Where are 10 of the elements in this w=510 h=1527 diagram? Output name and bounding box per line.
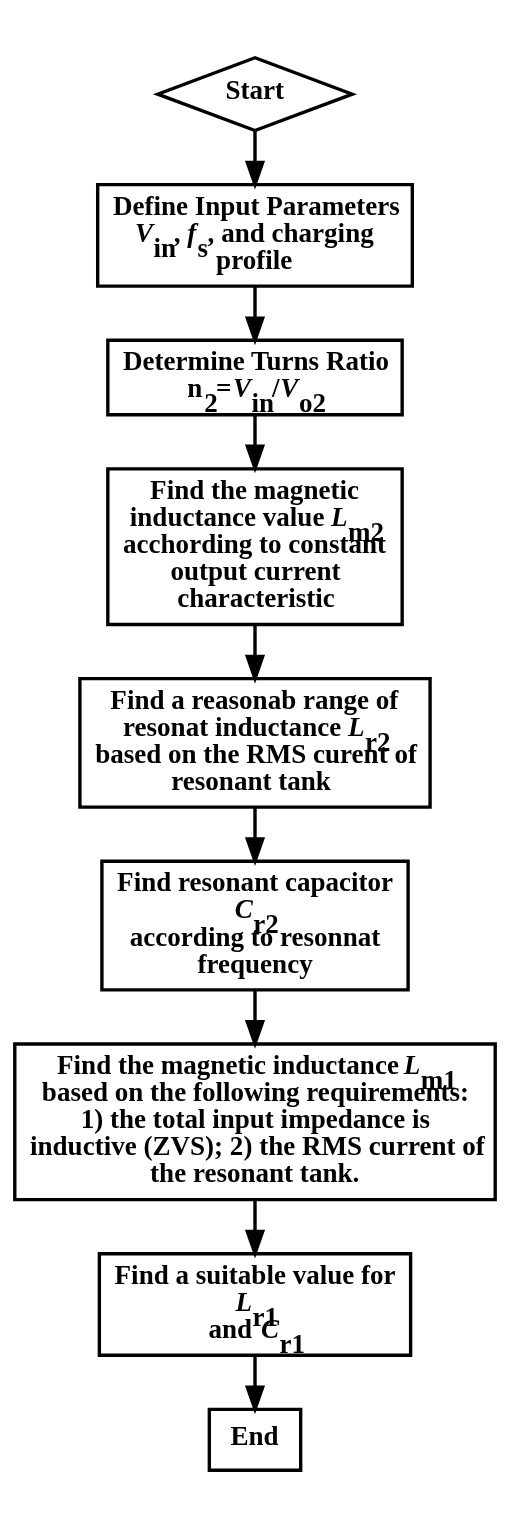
arrow xyxy=(244,1354,266,1414)
arrow xyxy=(244,806,266,866)
arrow xyxy=(244,624,266,684)
arrow xyxy=(244,989,266,1049)
node-box: End xyxy=(207,1407,303,1472)
node-diamond: Start xyxy=(152,55,358,132)
arrow xyxy=(244,285,266,345)
arrow xyxy=(244,1199,266,1259)
arrow xyxy=(244,130,266,189)
arrow xyxy=(244,414,266,473)
